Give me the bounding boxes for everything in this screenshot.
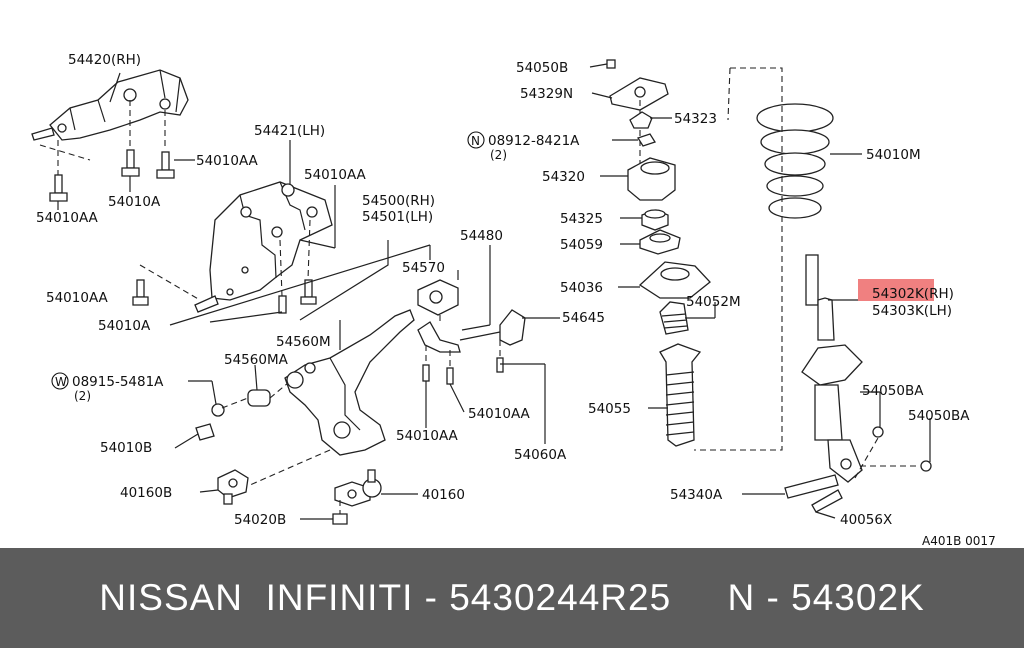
lower-arm-drawing [195, 240, 415, 486]
label-54020B: 54020B [234, 512, 286, 528]
label-54010AA-b: 54010AA [36, 210, 99, 226]
label-54010M: 54010M [866, 147, 921, 163]
label-54055: 54055 [588, 401, 631, 417]
label-54052M: 54052M [686, 294, 741, 310]
part-highlight [858, 279, 934, 301]
label-54421: 54421(LH) [254, 123, 325, 139]
label-08912-qty: (2) [490, 148, 507, 162]
label-08912-mark: N [471, 134, 480, 148]
label-40160: 40160 [422, 487, 465, 503]
label-54050B: 54050B [516, 60, 568, 76]
label-54036: 54036 [560, 280, 603, 296]
label-54010AA-c: 54010AA [304, 167, 367, 183]
label-54340A: 54340A [670, 487, 723, 503]
label-54560MA: 54560MA [224, 352, 289, 368]
label-54323: 54323 [674, 111, 717, 127]
label-54010B: 54010B [100, 440, 152, 456]
bracket-54420-drawing [31, 69, 195, 210]
label-08915-mark: W [55, 375, 67, 389]
footer-banner: NISSAN INFINITI - 5430244R25 N - 54302K [0, 548, 1024, 648]
label-54420: 54420(RH) [68, 52, 141, 68]
label-08912: 08912-8421A [488, 133, 580, 149]
label-08915: 08915-5481A [72, 374, 164, 390]
label-54500: 54500(RH) [362, 193, 435, 209]
label-08915-qty: (2) [74, 389, 91, 403]
nut-mark-icon [467, 131, 485, 149]
label-54010AA-f: 54010AA [468, 406, 531, 422]
footer-title: NISSAN INFINITI - 5430244R25 N - 54302K [99, 577, 925, 618]
label-54303K: 54303K(LH) [872, 303, 952, 319]
label-54329N: 54329N [520, 86, 573, 102]
label-40160B: 40160B [120, 485, 172, 501]
label-54010A-a: 54010A [108, 194, 161, 210]
coil-spring-drawing [756, 103, 862, 219]
label-54302K: 54302K(RH) [872, 286, 954, 302]
bracket-54421-drawing [132, 140, 431, 326]
diagram-code: A401B 0017 [922, 534, 996, 548]
strut-drawing [694, 67, 932, 519]
label-54050BA-a: 54050BA [862, 383, 924, 399]
label-54010AA-e: 54010AA [396, 428, 459, 444]
label-54480: 54480 [460, 228, 503, 244]
label-54645: 54645 [562, 310, 605, 326]
bushing-drawing [417, 245, 560, 444]
label-54010AA-a: 54010AA [196, 153, 259, 169]
label-54560M: 54560M [276, 334, 331, 350]
label-40056X: 40056X [840, 512, 892, 528]
ball-joints-drawing [174, 364, 418, 525]
label-54060A: 54060A [514, 447, 567, 463]
strut-mount-drawing [589, 59, 716, 447]
label-54050BA-b: 54050BA [908, 408, 970, 424]
label-54501: 54501(LH) [362, 209, 433, 225]
label-54570: 54570 [402, 260, 445, 276]
label-54325: 54325 [560, 211, 603, 227]
parts-diagram: 54420(RH) 54010AA 54010A 54010AA 54421(L… [31, 52, 996, 548]
label-54320: 54320 [542, 169, 585, 185]
washer-mark-icon [51, 372, 69, 390]
label-54059: 54059 [560, 237, 603, 253]
label-54010AA-d: 54010AA [46, 290, 109, 306]
label-54010A-b: 54010A [98, 318, 151, 334]
